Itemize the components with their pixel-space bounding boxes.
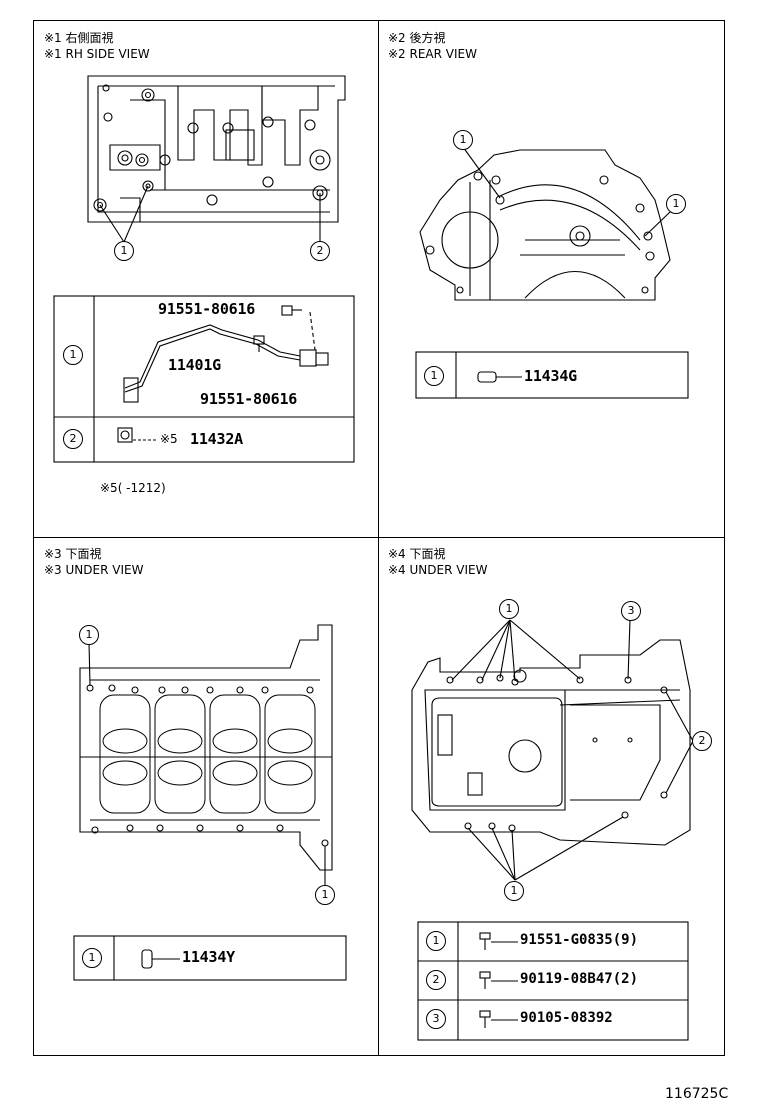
part-number-11432a: 11432A bbox=[190, 430, 243, 448]
callout-3-under4: 3 bbox=[621, 601, 641, 621]
divider-horizontal bbox=[33, 537, 725, 538]
table-under3-row-1-num: 1 bbox=[82, 948, 102, 968]
rh-side-parts-table bbox=[53, 295, 355, 463]
note-marker-5: ※5 bbox=[160, 432, 178, 446]
table-under4-row-2-num: 2 bbox=[426, 970, 446, 990]
callout-1-rh: 1 bbox=[114, 241, 134, 261]
rear-parts-table bbox=[415, 351, 689, 399]
under-view-4-parts-table bbox=[417, 921, 689, 1041]
part-number-90105-08392: 90105-08392 bbox=[520, 1010, 613, 1026]
view-4-label: ※4 下面視※4 UNDER VIEW bbox=[388, 547, 488, 577]
under-view-4-block-drawing bbox=[411, 619, 694, 881]
part-number-91551-80616-bottom: 91551-80616 bbox=[200, 390, 298, 408]
part-number-90119-08b47: 90119-08B47(2) bbox=[520, 971, 639, 987]
divider-vertical bbox=[378, 20, 379, 1056]
part-number-91551-g0835: 91551-G0835(9) bbox=[520, 932, 639, 948]
table-rh-row-1-num: 1 bbox=[63, 345, 83, 365]
table-under4-row-1-num: 1 bbox=[426, 931, 446, 951]
under-view-3-parts-table bbox=[73, 935, 347, 981]
callout-1-rear-left: 1 bbox=[453, 130, 473, 150]
table-rh-row-2-num: 2 bbox=[63, 429, 83, 449]
callout-2-rh: 2 bbox=[310, 241, 330, 261]
rh-side-block-drawing bbox=[87, 75, 346, 243]
footnote-5: ※5( -1212) bbox=[100, 481, 166, 495]
part-number-11401g: 11401G bbox=[168, 356, 221, 374]
view-3-label: ※3 下面視※3 UNDER VIEW bbox=[44, 547, 144, 577]
rear-block-drawing bbox=[419, 146, 671, 301]
view-1-label: ※1 右側面視※1 RH SIDE VIEW bbox=[44, 31, 150, 61]
diagram-frame bbox=[33, 20, 725, 1056]
illustration-code: 116725C bbox=[665, 1086, 729, 1102]
view-2-label: ※2 後方視※2 REAR VIEW bbox=[388, 31, 477, 61]
table-rear-row-1-num: 1 bbox=[424, 366, 444, 386]
callout-1-under4-bottom: 1 bbox=[504, 881, 524, 901]
callout-1-under4-top: 1 bbox=[499, 599, 519, 619]
part-number-11434g: 11434G bbox=[524, 367, 577, 385]
callout-1-under3-bottom: 1 bbox=[315, 885, 335, 905]
part-number-91551-80616-top: 91551-80616 bbox=[158, 300, 256, 318]
under-view-3-block-drawing bbox=[79, 624, 333, 886]
table-under4-row-3-num: 3 bbox=[426, 1009, 446, 1029]
callout-2-under4: 2 bbox=[692, 731, 712, 751]
callout-1-rear-right: 1 bbox=[666, 194, 686, 214]
callout-1-under3-top: 1 bbox=[79, 625, 99, 645]
part-number-11434y: 11434Y bbox=[182, 948, 235, 966]
